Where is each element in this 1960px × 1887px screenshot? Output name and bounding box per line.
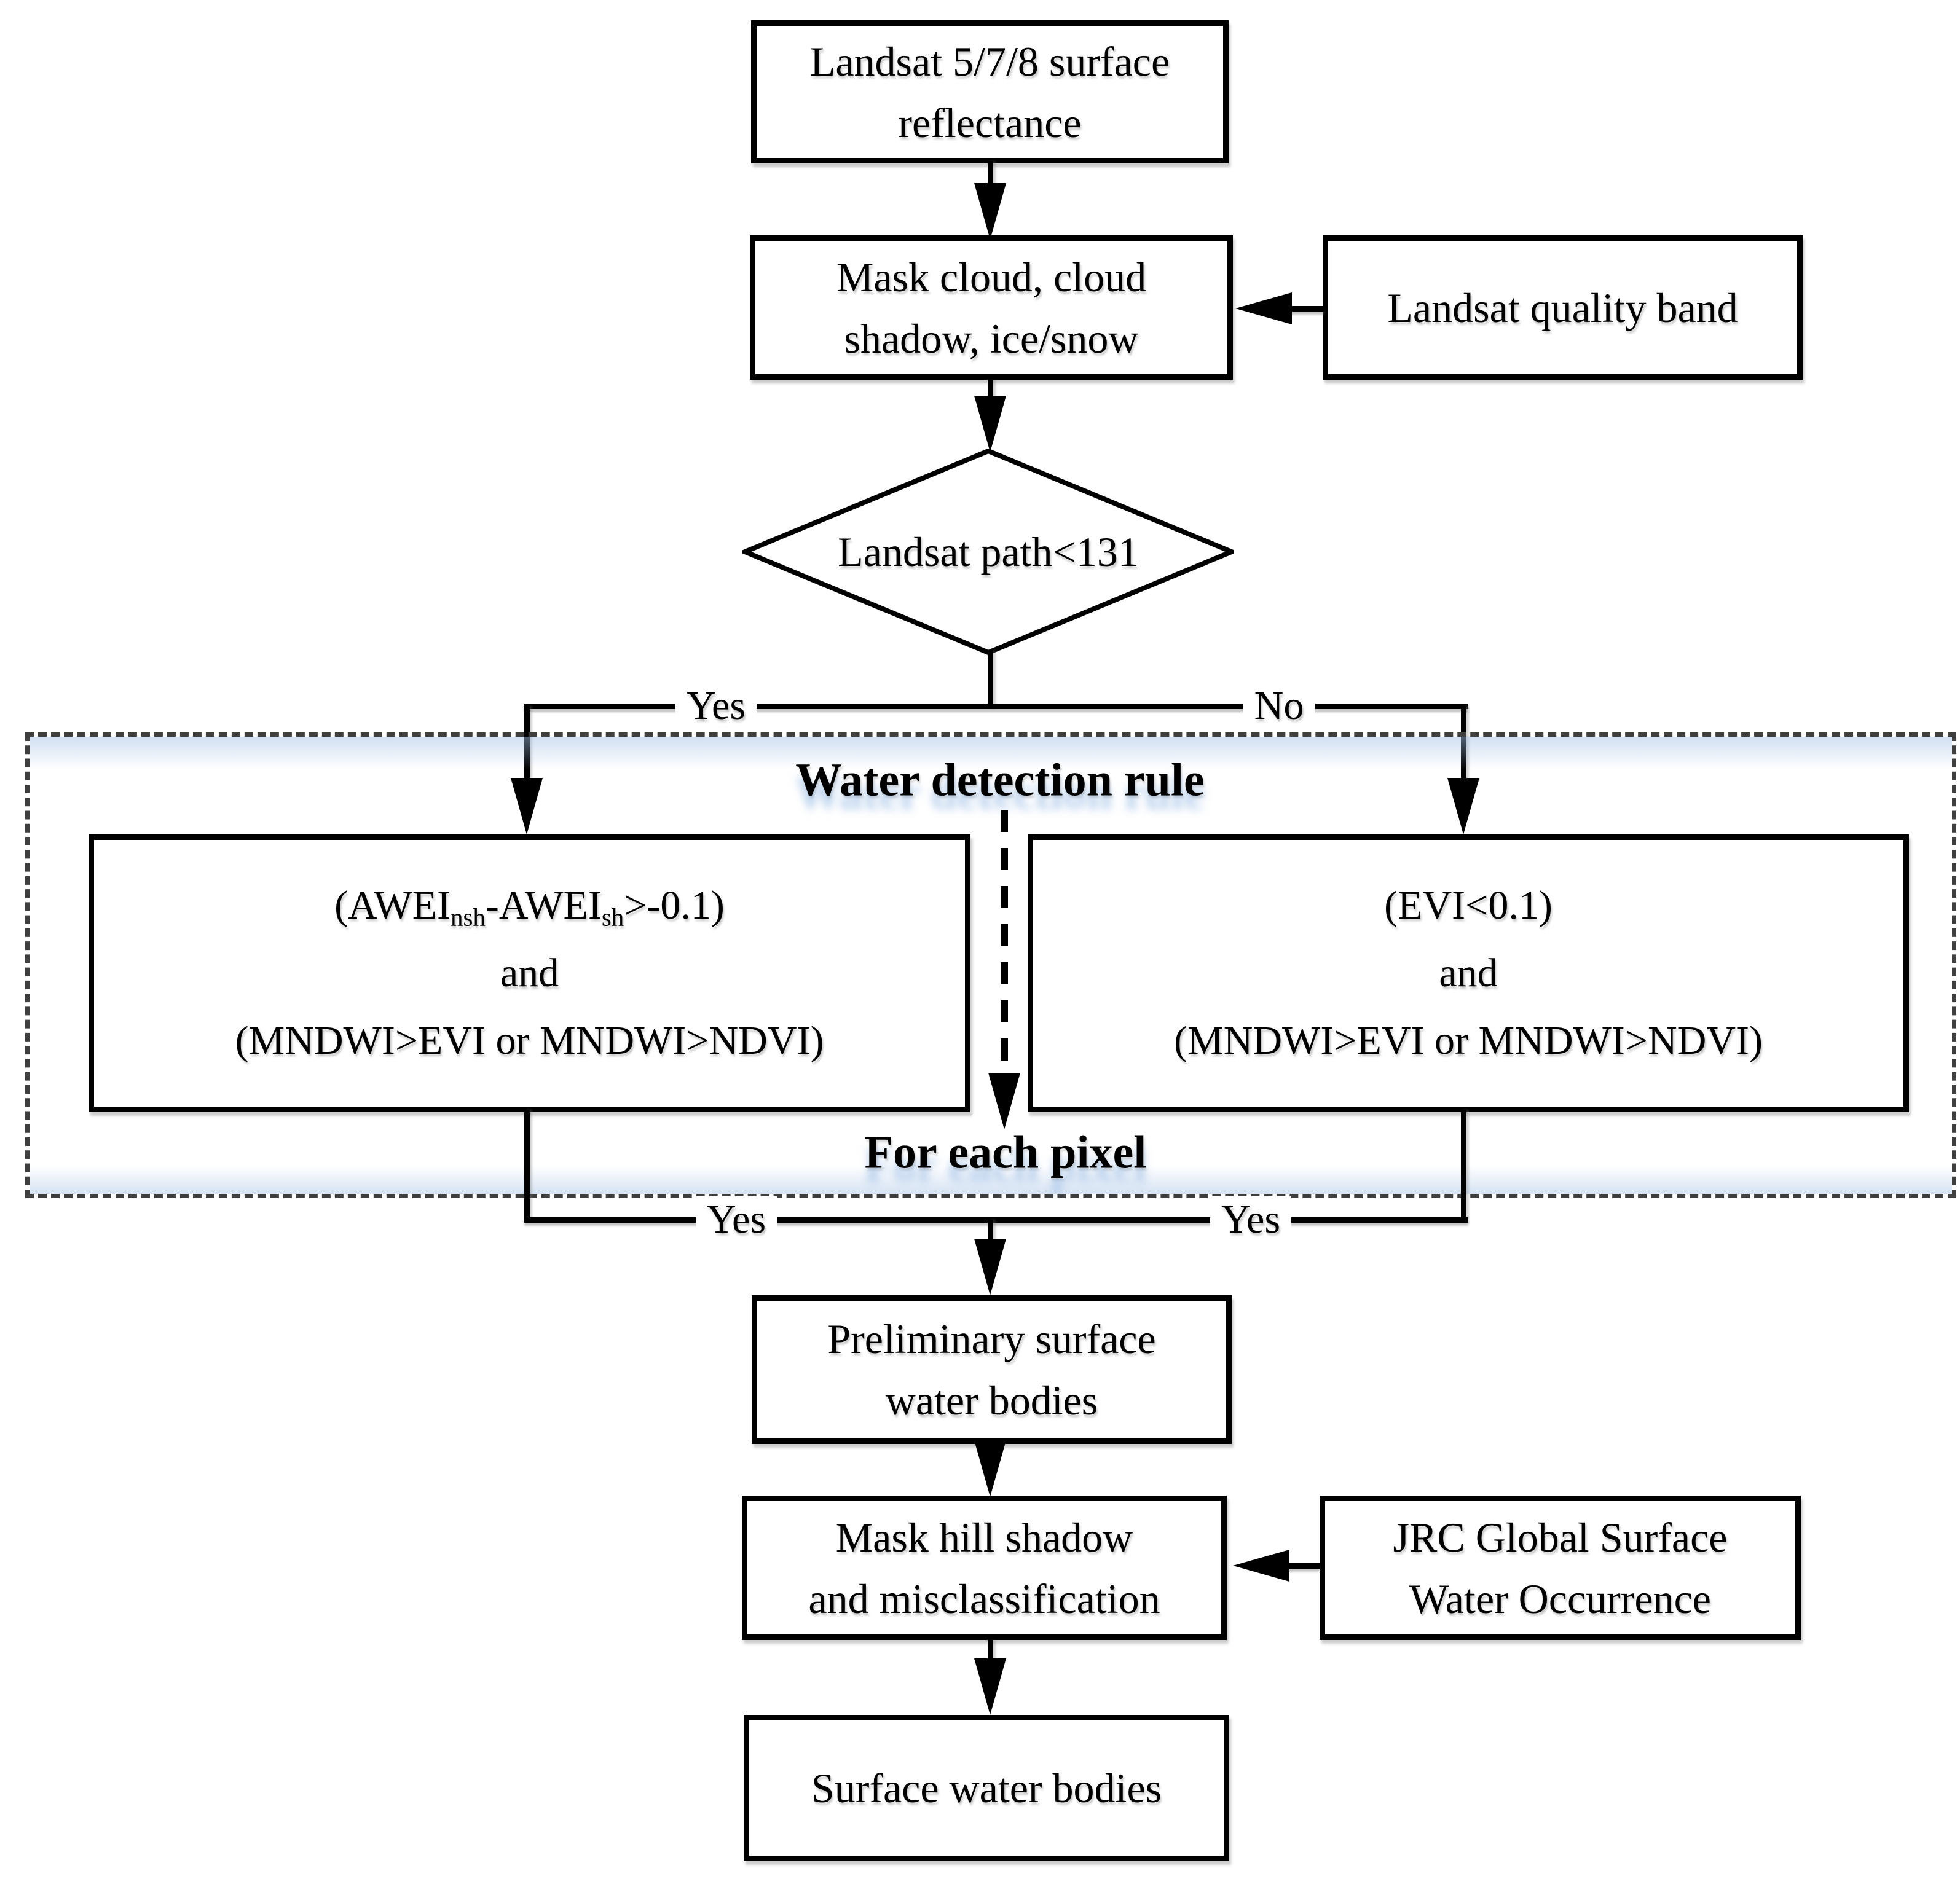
yes-merge-right-label: Yes — [1210, 1196, 1292, 1243]
box-text-line: Mask hill shadow — [835, 1513, 1133, 1561]
decision-diamond: Landsat path<131 — [738, 448, 1238, 656]
mask-cloud-box: Mask cloud, cloud shadow, ice/snow — [750, 235, 1233, 380]
dashed-connector-line — [1001, 810, 1008, 1074]
arrow-down-icon — [1447, 778, 1479, 834]
arrow-down-icon — [974, 396, 1006, 452]
merge-line — [524, 1217, 1468, 1223]
formula-line: (MNDWI>EVI or MNDWI>NDVI) — [1174, 1018, 1763, 1063]
arrow-left-icon — [1235, 292, 1292, 324]
box-text-line: water bodies — [885, 1377, 1098, 1424]
formula-subscript: nsh — [451, 903, 486, 932]
glow-band-bottom — [30, 1166, 1952, 1194]
connector-line — [524, 1110, 530, 1222]
connector-line — [988, 650, 993, 709]
yes-merge-left-label: Yes — [695, 1196, 777, 1243]
arrow-down-icon — [988, 1073, 1020, 1129]
formula-line: and — [500, 951, 559, 995]
formula-subscript: sh — [601, 903, 624, 932]
formula-line: (EVI<0.1) — [1384, 883, 1553, 928]
formula-line: (MNDWI>EVI or MNDWI>NDVI) — [235, 1018, 824, 1063]
formula-line: (AWEInsh-AWEIsh>-0.1) — [334, 872, 725, 940]
landsat-quality-band-box: Landsat quality band — [1323, 235, 1803, 380]
water-detection-rule-container — [25, 732, 1956, 1198]
box-text-line: Water Occurrence — [1409, 1575, 1711, 1622]
rule-left-box: (AWEInsh-AWEIsh>-0.1) and (MNDWI>EVI or … — [89, 834, 970, 1112]
formula-line: and — [1439, 951, 1498, 995]
mask-hill-shadow-box: Mask hill shadow and misclassification — [742, 1496, 1227, 1640]
for-each-pixel-title: For each pixel — [864, 1126, 1147, 1179]
landsat-surface-reflectance-box: Landsat 5/7/8 surface reflectance — [751, 20, 1229, 163]
box-text-line: shadow, ice/snow — [844, 315, 1139, 362]
connector-line — [1286, 1563, 1320, 1569]
box-text-line: Surface water bodies — [811, 1765, 1162, 1811]
no-branch-label: No — [1243, 683, 1315, 729]
connector-line — [1461, 1110, 1466, 1222]
box-text-line: JRC Global Surface — [1393, 1513, 1728, 1561]
decision-label: Landsat path<131 — [838, 528, 1139, 575]
rule-right-box: (EVI<0.1) and (MNDWI>EVI or MNDWI>NDVI) — [1028, 834, 1909, 1112]
jrc-global-surface-water-box: JRC Global Surface Water Occurrence — [1320, 1496, 1801, 1640]
formula-part: >-0.1) — [624, 883, 725, 928]
yes-branch-label: Yes — [675, 683, 757, 729]
arrow-left-icon — [1233, 1550, 1289, 1582]
arrow-down-icon — [974, 183, 1006, 240]
connector-line — [988, 380, 993, 404]
box-text-line: Preliminary surface — [827, 1316, 1156, 1362]
preliminary-water-box: Preliminary surface water bodies — [752, 1295, 1232, 1444]
box-text-line: and misclassification — [808, 1575, 1160, 1622]
arrow-down-icon — [974, 1658, 1006, 1715]
formula-part: -AWEI — [485, 883, 602, 928]
arrow-down-icon — [974, 1239, 1006, 1295]
connector-line — [988, 161, 993, 189]
connector-line — [1288, 306, 1324, 312]
branch-line — [524, 704, 1468, 709]
water-detection-rule-title: Water detection rule — [795, 754, 1205, 806]
arrow-down-icon — [511, 778, 543, 834]
glow-band-top — [30, 737, 1952, 770]
connector-line — [988, 1640, 993, 1665]
arrow-down-icon — [974, 1440, 1006, 1497]
box-text-line: reflectance — [898, 99, 1082, 146]
box-text-line: Mask cloud, cloud — [836, 253, 1147, 300]
box-text-line: Landsat 5/7/8 surface — [809, 37, 1170, 85]
box-text-line: Landsat quality band — [1387, 284, 1738, 331]
surface-water-bodies-box: Surface water bodies — [744, 1715, 1229, 1861]
connector-line — [988, 1220, 993, 1247]
formula-part: (AWEI — [334, 883, 451, 928]
